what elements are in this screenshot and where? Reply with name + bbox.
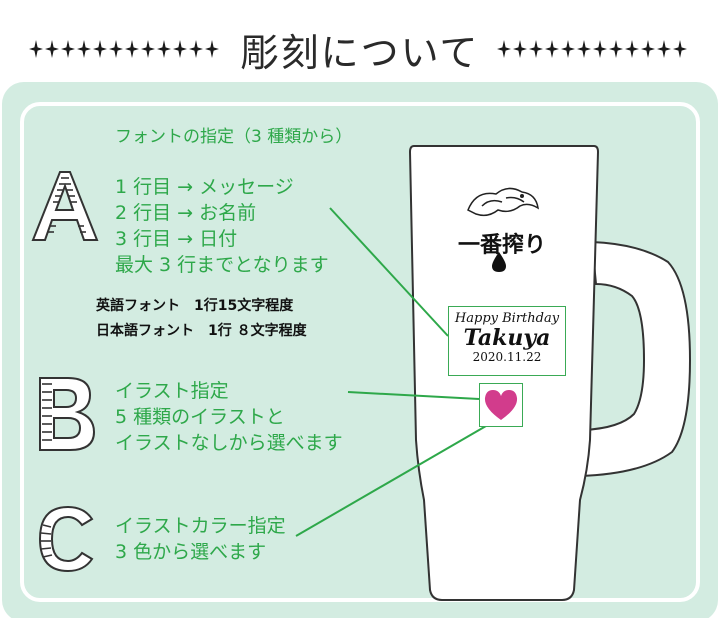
star-icon	[189, 40, 203, 58]
star-icon	[77, 40, 91, 58]
letter-b-decoration	[39, 377, 96, 451]
section-b-line-2: 5 種類のイラストと	[115, 406, 285, 428]
page-title: 彫刻について	[240, 31, 480, 75]
letter-a-decoration	[31, 171, 99, 241]
title-row: 彫刻について	[0, 22, 720, 82]
section-a-note-1: 英語フォント 1行15文字程度	[96, 298, 294, 314]
star-icon	[609, 40, 623, 58]
star-icon	[641, 40, 655, 58]
section-a-line-4: 最大 3 行までとなります	[115, 254, 329, 276]
star-icon	[625, 40, 639, 58]
star-icon	[173, 40, 187, 58]
star-icon	[577, 40, 591, 58]
star-icon	[157, 40, 171, 58]
heart-icon	[484, 390, 518, 420]
engraving-line-2: Takuya	[463, 325, 551, 351]
section-b-line-1: イラスト指定	[115, 380, 229, 402]
star-icon	[513, 40, 527, 58]
section-a-heading: フォントの指定（3 種類から）	[115, 127, 353, 147]
section-a-line-2: 2 行目 → お名前	[115, 202, 257, 224]
info-panel-border	[20, 102, 700, 602]
illustration-preview	[479, 383, 523, 427]
kirin-logo-icon	[467, 187, 539, 217]
section-a-note-2: 日本語フォント 1行 ８文字程度	[96, 323, 307, 339]
info-panel	[2, 82, 718, 618]
section-a-line-3: 3 行目 → 日付	[115, 228, 238, 250]
star-icon	[125, 40, 139, 58]
stars-right-decoration	[497, 40, 687, 58]
star-icon	[673, 40, 687, 58]
leader-line-a	[329, 207, 449, 337]
section-c-line-1: イラストカラー指定	[115, 515, 286, 537]
letter-c-decoration	[38, 505, 94, 573]
leader-line-c	[295, 425, 487, 537]
section-c-line-2: 3 色から選べます	[115, 541, 267, 563]
section-a-line-1: 1 行目 → メッセージ	[115, 176, 294, 198]
star-icon	[141, 40, 155, 58]
section-b-line-3: イラストなしから選べます	[115, 432, 343, 454]
brand-logo-text: 一番搾り	[458, 233, 547, 258]
drop-icon	[492, 252, 506, 272]
leader-line-b	[347, 391, 480, 400]
engraving-line-1: Happy Birthday	[454, 311, 560, 326]
star-icon	[657, 40, 671, 58]
star-icon	[497, 40, 511, 58]
star-icon	[93, 40, 107, 58]
star-icon	[593, 40, 607, 58]
star-icon	[545, 40, 559, 58]
engraving-line-3: 2020.11.22	[472, 350, 542, 364]
star-icon	[45, 40, 59, 58]
engraving-preview: Happy Birthday Takuya 2020.11.22	[448, 306, 566, 376]
star-icon	[205, 40, 219, 58]
star-icon	[61, 40, 75, 58]
stars-left-decoration	[29, 40, 219, 58]
star-icon	[29, 40, 43, 58]
star-icon	[529, 40, 543, 58]
star-icon	[561, 40, 575, 58]
star-icon	[109, 40, 123, 58]
